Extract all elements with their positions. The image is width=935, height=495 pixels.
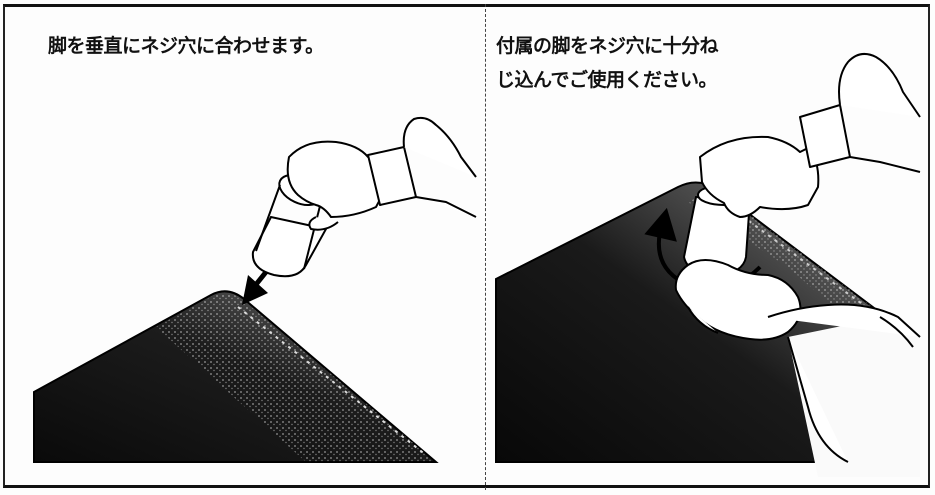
step-caption-align: 脚を垂直にネジ穴に合わせます。 (48, 29, 468, 63)
caption-text: 脚を垂直にネジ穴に合わせます。 (48, 35, 324, 57)
caption-text-line2: じ込んでご使用ください。 (496, 69, 718, 91)
outer-frame (3, 4, 930, 488)
panel-divider (485, 4, 486, 490)
step-panel-align-leg: 脚を垂直にネジ穴に合わせます。 (6, 7, 484, 485)
illustration-align-leg (33, 116, 477, 463)
illustration-screw-leg (495, 52, 921, 477)
step-caption-screw: 付属の脚をネジ穴に十分ね じ込んでご使用ください。 (496, 29, 796, 97)
step-panel-screw-leg: 付属の脚をネジ穴に十分ね じ込んでご使用ください。 (488, 7, 928, 485)
hand-lower (674, 259, 921, 463)
caption-text-line1: 付属の脚をネジ穴に十分ね (496, 35, 719, 57)
hand-upper (699, 52, 921, 218)
hand-holding-leg (286, 116, 477, 231)
